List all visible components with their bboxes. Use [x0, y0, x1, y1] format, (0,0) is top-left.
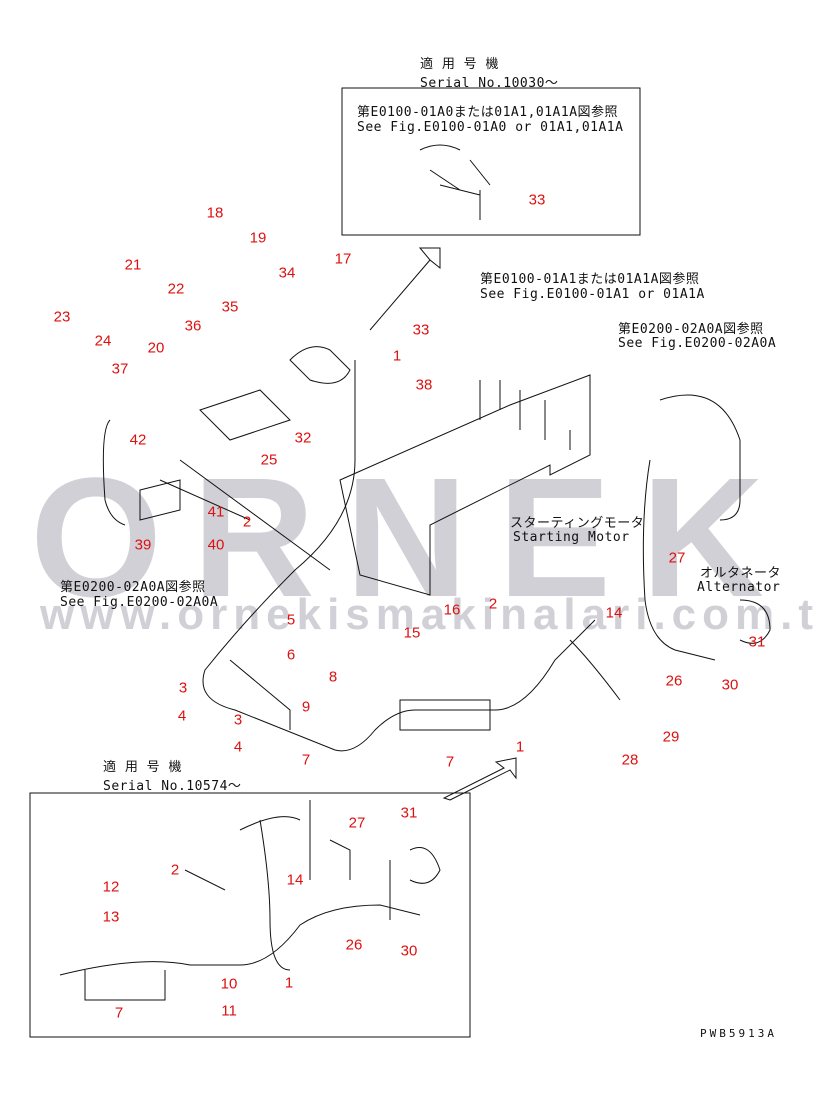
callout-number: 23: [53, 308, 71, 326]
callout-number: 30: [721, 676, 739, 694]
callout-number: 14: [605, 604, 623, 622]
callout-number: 29: [662, 728, 680, 746]
callout-number: 1: [515, 738, 525, 756]
callout-number: 7: [301, 751, 311, 769]
drawing-code: PWB5913A: [700, 1027, 777, 1040]
ref-left-jp: 第E0200-02A0A図参照: [60, 580, 206, 595]
callout-number: 26: [345, 936, 363, 954]
callout-number: 40: [207, 536, 225, 554]
callout-number: 21: [124, 256, 142, 274]
callout-number: 8: [328, 668, 338, 686]
callout-number: 31: [400, 804, 418, 822]
callout-number: 9: [301, 698, 311, 716]
callout-number: 4: [177, 707, 187, 725]
callout-number: 36: [184, 317, 202, 335]
callout-number: 32: [294, 429, 312, 447]
watermark-url: www.ornekismakinalari.com.tr: [40, 590, 819, 639]
callout-number: 28: [621, 751, 639, 769]
callout-number: 16: [443, 601, 461, 619]
callout-number: 25: [260, 451, 278, 469]
arrow-down: [442, 757, 517, 801]
callout-number: 7: [114, 1004, 124, 1022]
inset1-header-en: Serial No.10030〜: [420, 76, 559, 91]
callout-number: 15: [403, 624, 421, 642]
callout-number: 2: [170, 861, 180, 879]
callout-number: 11: [221, 1002, 237, 1020]
callout-number: 31: [748, 633, 766, 651]
callout-number: 7: [445, 753, 455, 771]
callout-number: 5: [286, 611, 296, 629]
inset-box-2: [29, 792, 471, 1038]
ref-right-jp: 第E0200-02A0A図参照: [618, 322, 764, 337]
starter-jp: スターティングモータ: [510, 516, 645, 531]
starter-en: Starting Motor: [513, 530, 630, 545]
callout-number: 22: [167, 280, 185, 298]
inset2-header-en: Serial No.10574〜: [103, 779, 242, 794]
callout-number: 26: [665, 672, 683, 690]
ref-a1-jp: 第E0100-01A1または01A1A図参照: [480, 272, 700, 287]
callout-number: 13: [102, 908, 120, 926]
callout-number: 33: [528, 191, 546, 209]
callout-number: 33: [412, 321, 430, 339]
callout-number: 20: [147, 339, 165, 357]
callout-number: 42: [129, 431, 147, 449]
alternator-jp: オルタネータ: [700, 566, 782, 581]
alternator-en: Alternator: [697, 580, 781, 595]
callout-number: 12: [102, 878, 120, 896]
callout-number: 38: [415, 376, 433, 394]
inset1-ref-jp: 第E0100-01A0または01A1,01A1A図参照: [357, 105, 619, 120]
callout-number: 27: [668, 549, 686, 567]
callout-number: 37: [111, 360, 129, 378]
callout-number: 3: [233, 711, 243, 729]
callout-number: 19: [249, 229, 267, 247]
callout-number: 17: [334, 250, 352, 268]
callout-number: 6: [286, 646, 296, 664]
callout-number: 3: [178, 679, 188, 697]
watermark-logo: ORNEK: [30, 443, 794, 633]
callout-number: 34: [278, 264, 296, 282]
arrow-up: [369, 247, 441, 331]
callout-number: 39: [134, 536, 152, 554]
callout-number: 10: [220, 975, 238, 993]
callout-number: 1: [392, 347, 402, 365]
ref-right-en: See Fig.E0200-02A0A: [618, 336, 777, 351]
callout-number: 30: [400, 942, 418, 960]
callout-number: 2: [488, 595, 498, 613]
inset1-header-jp: 適 用 号 機: [420, 57, 499, 72]
callout-number: 14: [286, 871, 304, 889]
ref-a1-en: See Fig.E0100-01A1 or 01A1A: [480, 287, 705, 302]
callout-number: 27: [348, 814, 366, 832]
callout-number: 2: [242, 513, 252, 531]
inset1-ref-en: See Fig.E0100-01A0 or 01A1,01A1A: [357, 120, 624, 135]
callout-number: 41: [207, 503, 225, 521]
ref-left-en: See Fig.E0200-02A0A: [60, 595, 219, 610]
inset2-header-jp: 適 用 号 機: [103, 760, 182, 775]
callout-number: 4: [233, 738, 243, 756]
inset-box-1: [341, 87, 641, 236]
callout-number: 24: [94, 332, 112, 350]
callout-number: 35: [221, 298, 239, 316]
callout-number: 1: [284, 974, 294, 992]
callout-number: 18: [206, 204, 224, 222]
